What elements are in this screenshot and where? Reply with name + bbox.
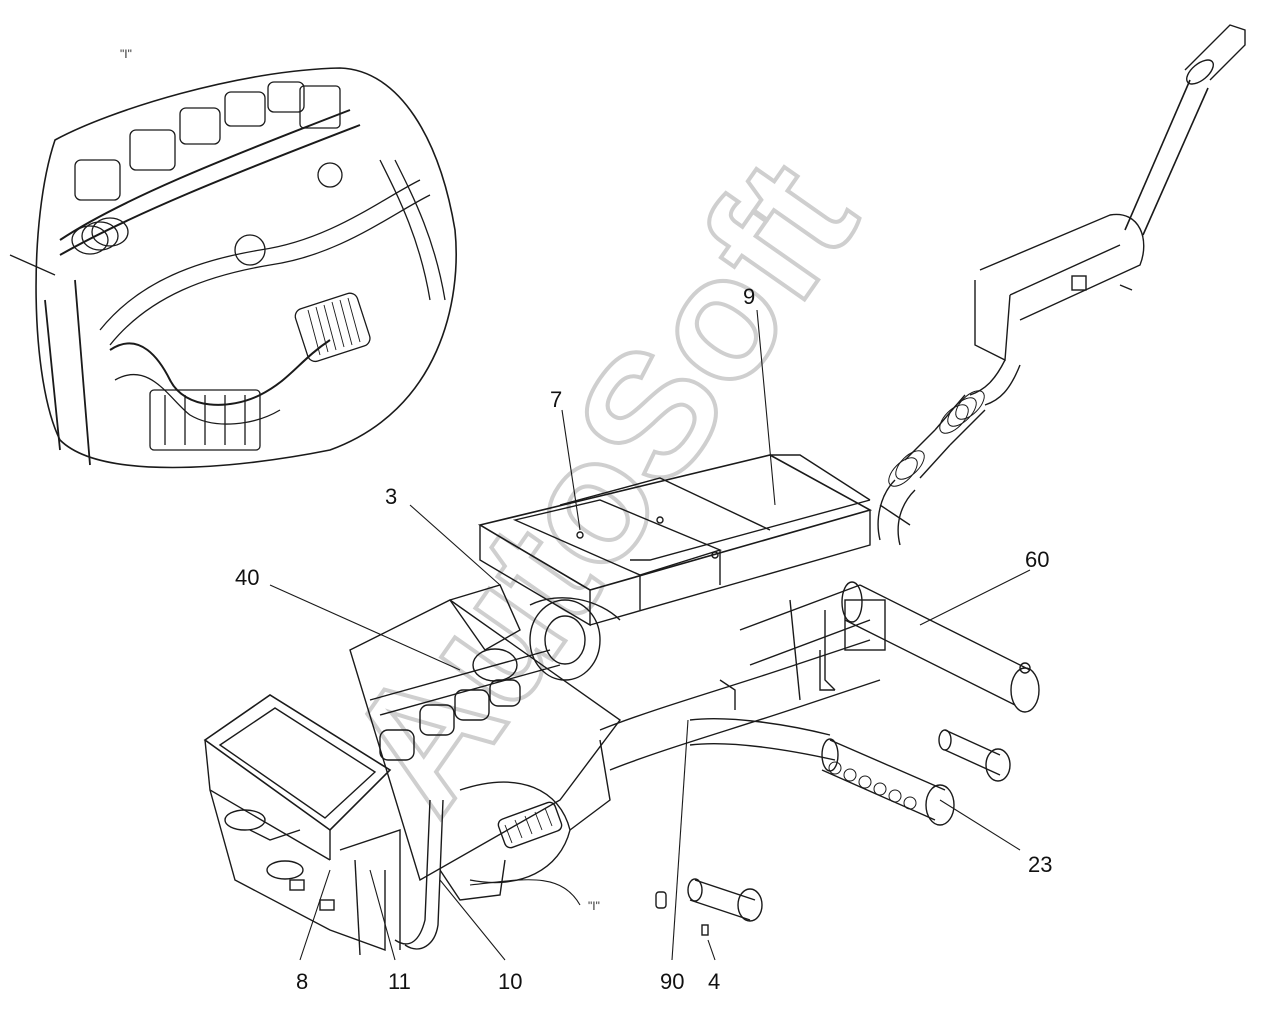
inset-view-label: "I" bbox=[120, 47, 132, 61]
callout-9: 9 bbox=[743, 284, 755, 309]
pipe-fittings bbox=[655, 729, 1011, 936]
detail-inset-view bbox=[9, 67, 457, 469]
leader-lines bbox=[269, 309, 1031, 961]
exhaust-assembly bbox=[203, 24, 1246, 961]
callout-8: 8 bbox=[296, 969, 308, 994]
leader-23 bbox=[939, 799, 1021, 851]
view-marker: "I" bbox=[588, 899, 600, 913]
callout-7: 7 bbox=[550, 387, 562, 412]
callout-10: 10 bbox=[498, 969, 522, 994]
catalyst-box bbox=[477, 454, 873, 627]
callout-labels: 9 7 3 40 60 23 8 11 10 90 4 "I" bbox=[235, 284, 1052, 994]
callout-4: 4 bbox=[708, 969, 720, 994]
engine-valve-covers bbox=[379, 679, 521, 761]
dpf-cylinder bbox=[824, 581, 1040, 713]
callout-40: 40 bbox=[235, 565, 259, 590]
leader-40 bbox=[269, 584, 461, 671]
leader-8 bbox=[299, 869, 331, 961]
frame-brackets bbox=[630, 499, 911, 710]
callout-90: 90 bbox=[660, 969, 684, 994]
leader-view-I bbox=[469, 879, 581, 906]
callout-60: 60 bbox=[1025, 547, 1049, 572]
inset-valve-covers bbox=[74, 81, 341, 201]
callout-11: 11 bbox=[388, 969, 411, 994]
exhaust-downpipe bbox=[599, 584, 881, 771]
leader-7 bbox=[561, 409, 581, 531]
silencer bbox=[974, 213, 1145, 362]
leader-3 bbox=[409, 504, 501, 586]
leader-60 bbox=[919, 569, 1031, 626]
coolant-pipes bbox=[394, 799, 444, 950]
leader-4 bbox=[707, 939, 716, 961]
leader-90 bbox=[671, 719, 689, 961]
tailpipe bbox=[1124, 24, 1246, 236]
engine-block bbox=[349, 599, 621, 901]
upper-flex-pipe bbox=[877, 359, 1021, 546]
callout-23: 23 bbox=[1028, 852, 1052, 877]
callout-3: 3 bbox=[385, 484, 397, 509]
leader-10 bbox=[439, 879, 506, 961]
leader-11 bbox=[369, 869, 396, 961]
leader-9 bbox=[756, 309, 776, 506]
